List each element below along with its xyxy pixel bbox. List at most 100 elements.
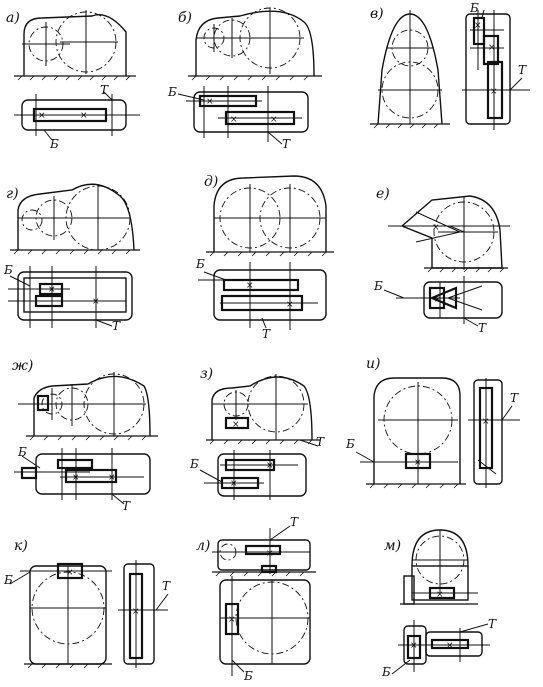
centerlines: [388, 196, 510, 270]
leader-slow: [459, 623, 489, 633]
bearing-mark: ×: [48, 285, 56, 295]
panel-label-z: з): [200, 366, 213, 382]
inner-cavity: [23, 277, 127, 313]
plan-housing: [423, 281, 503, 319]
housing-outline: [211, 376, 313, 441]
leader-fast: [391, 659, 411, 675]
plan-shafts: [204, 450, 298, 500]
bearing-mark: ×: [230, 479, 238, 489]
label-slow-shaft: Т: [162, 579, 171, 593]
leader-fast: [9, 275, 31, 287]
bearing-mark: ×: [482, 417, 490, 427]
panel-b: б) × × × Б Т: [167, 7, 322, 151]
leader-slow: [269, 525, 291, 541]
panel-label-d: д): [204, 174, 218, 190]
label-fast-shaft: Б: [345, 437, 355, 451]
leader-fast: [355, 451, 375, 463]
bearing-mark: ×: [72, 473, 80, 483]
bearing-mark: ×: [286, 300, 294, 310]
bearing-mark: ×: [488, 43, 496, 53]
plan-housing-top: [217, 539, 311, 571]
bearing-mark: ×: [474, 21, 482, 31]
bearing-mark: ×: [266, 461, 274, 471]
leader-slow-top: [299, 439, 319, 447]
centerlines: [18, 184, 130, 250]
high-speed-pair: [56, 458, 94, 470]
panel-label-a: а): [6, 10, 20, 26]
bearing-mark: ×: [436, 590, 444, 600]
bearing-mark: ×: [410, 641, 418, 651]
pinion-circle: [21, 209, 43, 231]
ground-hatch: [191, 75, 309, 81]
high-speed-pair: [222, 278, 300, 292]
label-fast-shaft: Б: [469, 1, 479, 15]
centerlines: [214, 184, 326, 252]
plan-shafts: [186, 86, 302, 142]
ground-hatch: [215, 571, 305, 577]
worm: [404, 452, 432, 470]
bearing-mark: ×: [38, 111, 46, 121]
label-fast-shaft: Б: [3, 263, 13, 277]
leader-slow: [267, 131, 283, 145]
label-fast-shaft: Б: [17, 445, 27, 459]
label-slow-shaft: Т: [510, 391, 519, 405]
panel-label-i: и): [366, 356, 380, 372]
plan-housing: [17, 271, 133, 321]
panel-k: к) × Б × Т: [3, 538, 171, 669]
bearing-mark: ×: [270, 115, 278, 125]
label-fast-shaft: Б: [381, 665, 391, 679]
bearing-mark: ×: [228, 615, 236, 625]
ground-hatch: [27, 663, 103, 669]
label-slow-shaft: Т: [100, 83, 109, 97]
leader-slow: [501, 405, 513, 421]
bearing-mark: ×: [80, 111, 88, 121]
panel-l: л) × Т × Б: [196, 515, 316, 683]
bearing-mark: ×: [132, 607, 140, 617]
worm-top: [244, 544, 282, 556]
leader-fast: [9, 571, 31, 585]
plan-housing: [193, 91, 309, 133]
leader-slow: [111, 493, 125, 505]
bearing-mark: ×: [66, 568, 74, 578]
bearing-mark: ×: [246, 281, 254, 291]
panel-label-g: г): [6, 186, 19, 202]
label-fast-shaft: Б: [167, 85, 177, 99]
worm: [224, 416, 250, 430]
coupling-plan: [20, 466, 38, 480]
centerlines: [18, 372, 146, 436]
gear-plan: [430, 638, 470, 650]
bearing-mark: ×: [414, 458, 422, 468]
leader-slow: [95, 319, 113, 327]
bearing-mark: ×: [432, 223, 440, 233]
leader-fast: [231, 659, 245, 673]
centerlines: [30, 566, 106, 664]
bearing-mark: ×: [266, 549, 274, 559]
leader-fast: [383, 289, 405, 299]
plan-shafts: [398, 620, 490, 672]
housing-outline: [373, 377, 461, 484]
panel-zh: ж) × × Б Т: [12, 358, 158, 513]
bearing-mark: ×: [92, 297, 100, 307]
plan-shafts: [396, 276, 483, 324]
label-fast-shaft: Б: [49, 137, 59, 151]
leader-fast: [199, 469, 223, 483]
plan-housing: [213, 269, 327, 321]
plan-housing: [425, 631, 483, 657]
bearing-mark: ×: [446, 641, 454, 651]
housing-outline: [23, 14, 127, 76]
housing-outline: [219, 579, 311, 665]
panel-label-b: б): [178, 10, 192, 26]
panel-v: в) × × × Б Т: [370, 1, 530, 130]
ground-hatch: [13, 249, 131, 255]
side-shafts: [118, 560, 168, 668]
side-shafts: [462, 10, 530, 130]
panel-m: м) × × × Т Б: [381, 529, 497, 679]
centerlines: [412, 530, 468, 594]
label-slow-shaft: Т: [316, 435, 325, 449]
centerlines: [22, 10, 118, 74]
leader-fast: [43, 129, 53, 141]
leader-slow: [155, 593, 169, 611]
ground-hatch: [17, 75, 131, 81]
intermediate-gear: [482, 34, 500, 66]
bearing-mark: ×: [108, 473, 116, 483]
